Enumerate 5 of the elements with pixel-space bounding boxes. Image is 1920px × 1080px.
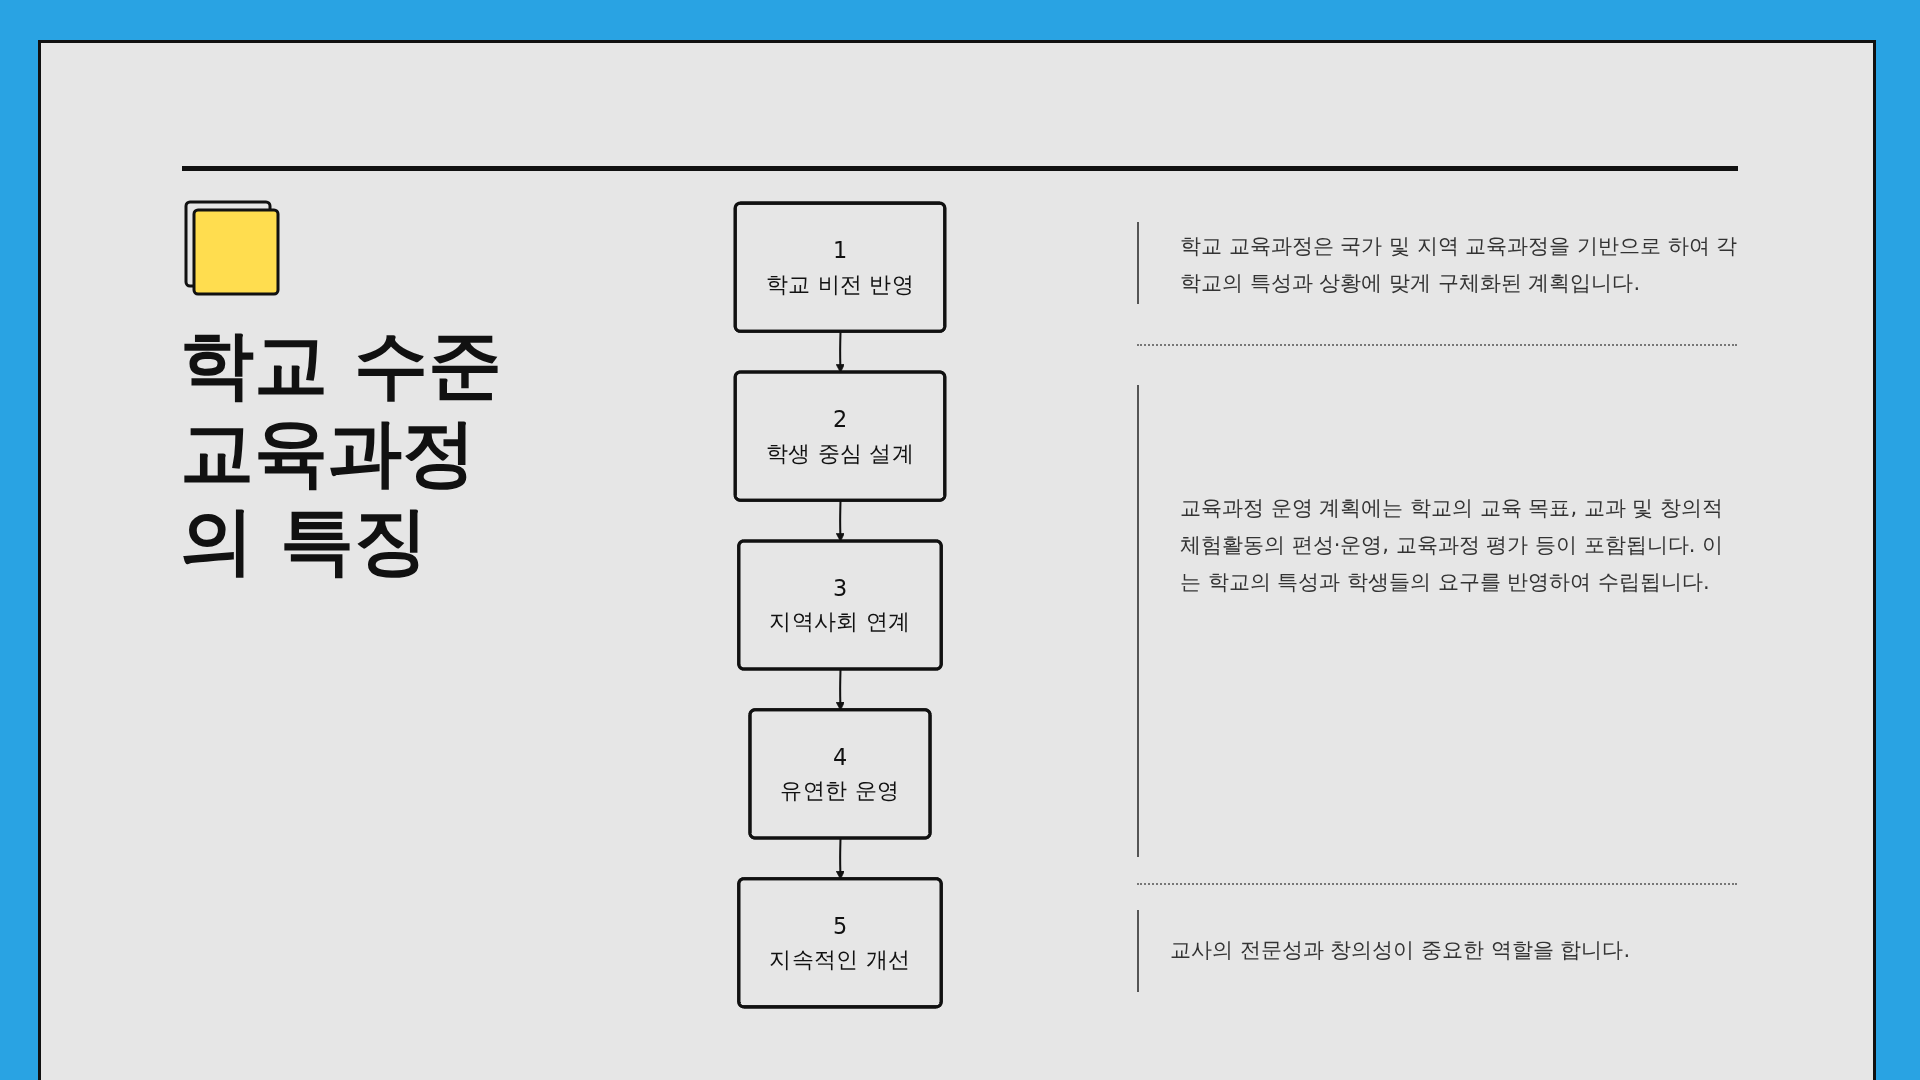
title: 학교 수준 교육과정의 특징: [180, 320, 503, 584]
arrow: [835, 331, 845, 373]
note-text: 학교 교육과정은 국가 및 지역 교육과정을 기반으로 하여 각 학교의 특성과 상황에 맞게 구체화된 계획입니다.: [1180, 233, 1739, 297]
note-text: 교육과정 운영 계획에는 학교의 교육 목표, 교과 및 창의적 체험활동의 편성·운영, 교육과정 평가 등이 포함됩니다. 이는 학교의 특성과 학생들의 요구를 반영하여 수립됩니다.: [1180, 495, 1725, 596]
note-text: 교사의 전문성과 창의성이 중요한 역할을 합니다.: [1170, 937, 1632, 964]
